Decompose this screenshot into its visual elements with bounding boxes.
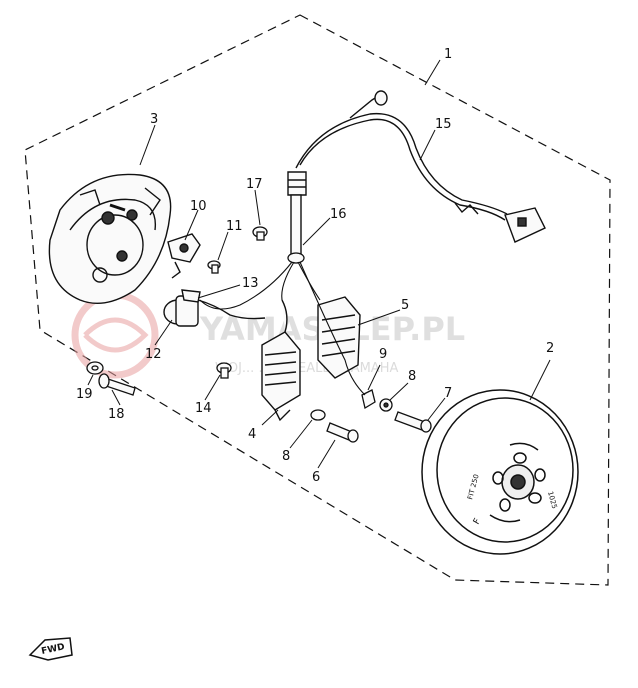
bolt-7	[394, 411, 432, 433]
screw-17	[252, 226, 268, 241]
washer-8-left	[310, 409, 326, 421]
screw-11	[207, 260, 221, 274]
wire-harness	[295, 90, 508, 221]
callout-3: 3	[150, 112, 158, 127]
stator-base-plate	[48, 173, 172, 304]
lighting-coil	[317, 296, 361, 379]
callout-7: 7	[444, 386, 452, 401]
fwd-label: FWD	[41, 642, 66, 657]
callout-9: 9	[379, 347, 387, 362]
bolt-18	[98, 373, 136, 396]
grommet-17	[287, 171, 307, 256]
callout-14: 14	[195, 401, 212, 416]
callout-10: 10	[190, 199, 207, 214]
nut-8-right	[379, 398, 393, 412]
flywheel-marking-3: F	[472, 517, 483, 526]
ignition-coil	[261, 299, 301, 422]
harness-connector	[504, 207, 546, 243]
callout-1: 1	[444, 47, 452, 62]
washer-19	[86, 361, 104, 375]
callout-8-left: 8	[282, 449, 290, 464]
callout-16: 16	[330, 207, 347, 222]
fwd-arrow	[28, 637, 73, 661]
callout-8-right: 8	[408, 369, 416, 384]
contact-breaker	[167, 233, 201, 279]
callout-17: 17	[246, 177, 263, 192]
bolt-6	[326, 422, 359, 443]
callout-15: 15	[435, 117, 452, 132]
leader-lines	[87, 59, 551, 469]
flywheel-rotor	[421, 389, 579, 555]
callout-6: 6	[312, 470, 320, 485]
callout-13: 13	[242, 276, 259, 291]
screw-14	[216, 362, 232, 379]
lead-wires	[199, 261, 366, 396]
callout-5: 5	[401, 298, 409, 313]
callout-11: 11	[226, 219, 243, 234]
callout-12: 12	[145, 347, 162, 362]
callout-2: 2	[546, 341, 554, 356]
assembly-boundary	[24, 14, 611, 586]
callout-19: 19	[76, 387, 93, 402]
clamp-16	[287, 252, 305, 264]
watermark-subtitle: WOJ... ... Z DEALER YAMAHA	[215, 361, 398, 376]
condenser	[163, 289, 266, 327]
watermark-logo	[71, 291, 159, 379]
callout-4: 4	[248, 427, 256, 442]
clip-9	[361, 389, 376, 410]
callout-18: 18	[108, 407, 125, 422]
